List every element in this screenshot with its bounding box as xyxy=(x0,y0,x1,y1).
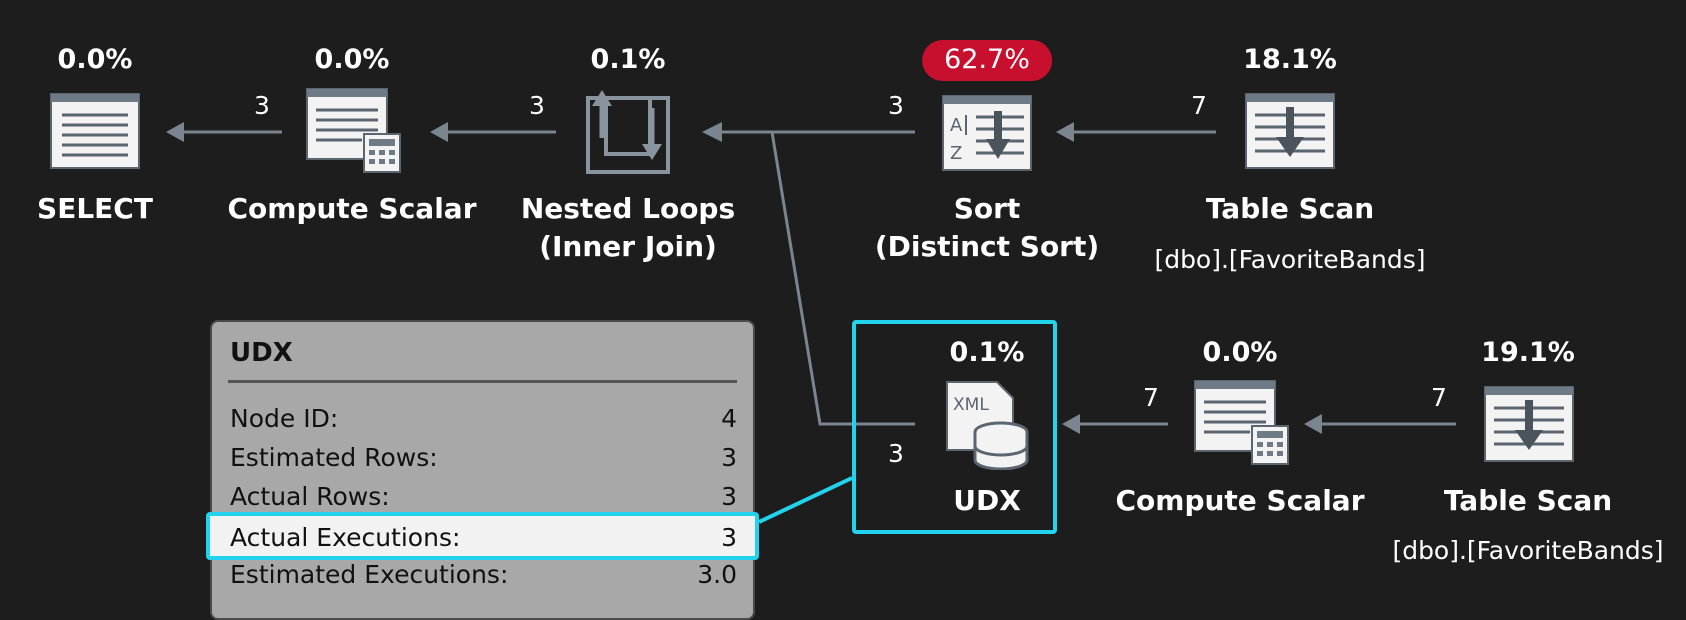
nested-loops-label-line1: Nested Loops xyxy=(520,192,736,225)
svg-text:XML: XML xyxy=(953,395,989,415)
plan-edges xyxy=(166,122,1456,524)
tooltip-key: Estimated Executions: xyxy=(230,560,509,589)
tooltip-value: 3 xyxy=(721,482,737,511)
tooltip-key: Actual Executions: xyxy=(230,523,461,552)
rows-ts1-sort: 7 xyxy=(1191,91,1207,120)
tooltip-row-actual-rows: Actual Rows: 3 xyxy=(230,478,737,516)
table-scan-icon[interactable] xyxy=(1245,93,1335,169)
edge-udx-nl xyxy=(770,131,915,426)
tooltip-value: 3 xyxy=(721,443,737,472)
compute-scalar-2-cost: 0.0% xyxy=(1202,337,1278,368)
table-scan-2-label: Table Scan xyxy=(1443,484,1613,517)
compute-scalar-1-label: Compute Scalar xyxy=(227,192,477,225)
rows-cs1-select: 3 xyxy=(254,91,270,120)
select-cost: 0.0% xyxy=(57,44,133,75)
tooltip-row-actual-executions: Actual Executions: 3 xyxy=(206,512,759,560)
rows-udx-nl: 3 xyxy=(888,439,904,468)
svg-text:Z: Z xyxy=(950,143,962,164)
rows-nl-cs1: 3 xyxy=(529,91,545,120)
rows-cs2-udx: 7 xyxy=(1143,383,1159,412)
udx-properties-tooltip: UDX Node ID: 4 Estimated Rows: 3 Actual … xyxy=(210,320,755,620)
tooltip-key: Node ID: xyxy=(230,404,339,433)
rows-ts2-cs2: 7 xyxy=(1431,383,1447,412)
table-scan-2-object: [dbo].[FavoriteBands] xyxy=(1392,536,1664,565)
nested-loops-icon[interactable] xyxy=(586,88,670,174)
table-scan-1-label: Table Scan xyxy=(1205,192,1375,225)
nested-loops-cost: 0.1% xyxy=(590,44,666,75)
udx-label: UDX xyxy=(953,484,1021,517)
tooltip-row-estimated-executions: Estimated Executions: 3.0 xyxy=(230,556,737,594)
tooltip-value: 4 xyxy=(721,404,737,433)
tooltip-key: Estimated Rows: xyxy=(230,443,438,472)
table-scan-1-cost: 18.1% xyxy=(1243,44,1337,75)
select-icon[interactable] xyxy=(50,93,140,169)
compute-scalar-icon[interactable] xyxy=(306,88,402,174)
tooltip-divider xyxy=(228,380,737,383)
sort-cost-badge: 62.7% xyxy=(922,40,1052,81)
tooltip-row-estimated-rows: Estimated Rows: 3 xyxy=(230,439,737,477)
tooltip-value: 3.0 xyxy=(697,560,737,589)
nested-loops-label-line2: (Inner Join) xyxy=(539,230,717,263)
select-label: SELECT xyxy=(37,192,153,225)
sort-label-line2: (Distinct Sort) xyxy=(874,230,1100,263)
table-scan-1-object: [dbo].[FavoriteBands] xyxy=(1154,245,1426,274)
callout-connector xyxy=(758,476,853,524)
compute-scalar-icon[interactable] xyxy=(1194,380,1290,466)
rows-sort-nl: 3 xyxy=(888,91,904,120)
svg-text:A: A xyxy=(950,115,963,136)
tooltip-key: Actual Rows: xyxy=(230,482,390,511)
compute-scalar-1-cost: 0.0% xyxy=(314,44,390,75)
udx-node-highlight xyxy=(852,320,1057,534)
table-scan-icon[interactable] xyxy=(1484,386,1574,462)
sort-icon[interactable]: A Z xyxy=(942,95,1032,171)
tooltip-value: 3 xyxy=(721,523,737,552)
udx-cost: 0.1% xyxy=(949,337,1025,368)
udx-xml-icon[interactable]: XML xyxy=(943,380,1033,470)
table-scan-2-cost: 19.1% xyxy=(1481,337,1575,368)
tooltip-row-node-id: Node ID: 4 xyxy=(230,400,737,438)
compute-scalar-2-label: Compute Scalar xyxy=(1115,484,1365,517)
tooltip-title: UDX xyxy=(230,338,293,368)
sort-label-line1: Sort xyxy=(953,192,1021,225)
